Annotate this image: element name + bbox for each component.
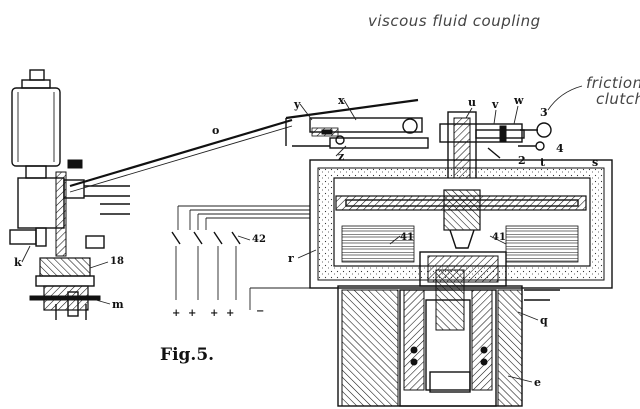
label-t: t bbox=[540, 156, 546, 169]
label-u: u bbox=[468, 96, 476, 109]
label-s: s bbox=[592, 156, 598, 169]
label-3: 3 bbox=[540, 106, 548, 119]
label-o: o bbox=[212, 124, 219, 137]
label-v: v bbox=[491, 98, 499, 111]
svg-text:+: + bbox=[188, 308, 196, 319]
clutch-annotation: clutch bbox=[596, 90, 640, 108]
label-42: 42 bbox=[252, 234, 266, 245]
label-4: 4 bbox=[556, 142, 564, 155]
label-q: q bbox=[540, 314, 548, 327]
svg-text:+: + bbox=[210, 308, 218, 319]
label-x: x bbox=[338, 94, 345, 107]
label-41-left: 41 bbox=[400, 232, 414, 243]
label-z: z bbox=[338, 150, 344, 163]
lower-column bbox=[337, 251, 560, 407]
figure-caption: Fig.5. bbox=[160, 345, 214, 365]
label-18: 18 bbox=[110, 256, 124, 267]
linkage-rod bbox=[69, 118, 293, 188]
viscous-coupling-annotation: viscous fluid coupling bbox=[368, 12, 541, 30]
svg-text:+: + bbox=[226, 308, 234, 319]
label-m: m bbox=[112, 298, 124, 311]
throttle-assembly bbox=[9, 69, 130, 320]
label-y: y bbox=[293, 98, 301, 111]
label-k: k bbox=[14, 256, 22, 269]
label-41-right: 41 bbox=[492, 232, 506, 243]
label-w: w bbox=[513, 94, 524, 107]
label-2: 2 bbox=[518, 154, 526, 167]
svg-text:−: − bbox=[256, 306, 264, 317]
coupling-housing bbox=[309, 159, 613, 289]
label-e: e bbox=[534, 376, 541, 389]
linkage-rod-lower bbox=[69, 125, 293, 193]
friction-annotation: friction bbox=[586, 74, 640, 92]
lever-assembly bbox=[285, 98, 429, 149]
label-r: r bbox=[288, 252, 294, 265]
svg-text:+: + bbox=[172, 308, 180, 319]
annotation-leader bbox=[547, 85, 583, 111]
